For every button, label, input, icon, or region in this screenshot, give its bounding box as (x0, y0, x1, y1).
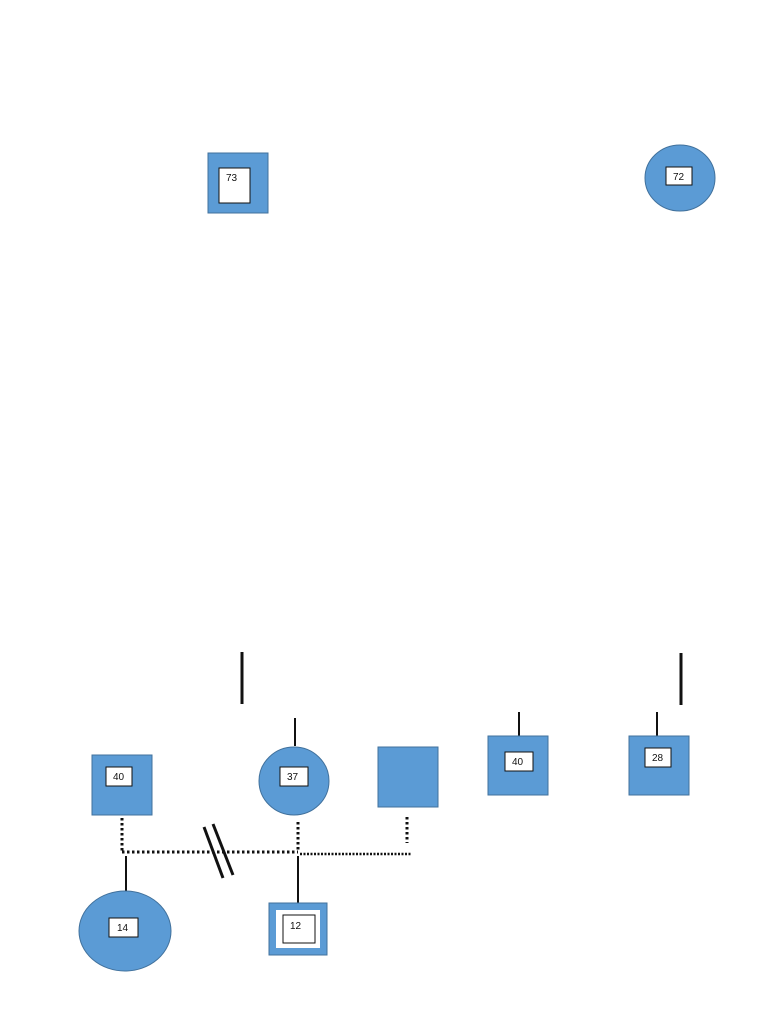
person-grandfather: 73 (207, 152, 269, 214)
age-label-box (105, 766, 133, 787)
age-label: 72 (673, 172, 685, 183)
person-mother: 37 (258, 746, 330, 816)
person-uncle: 40 (487, 735, 549, 796)
person-half-sister: 14 (78, 890, 172, 972)
person-aunt-partner: 28 (628, 735, 690, 796)
age-label: 37 (287, 772, 299, 783)
age-label: 14 (117, 923, 129, 934)
person-son-identified-patient: 12 (268, 902, 328, 956)
age-label: 40 (512, 757, 524, 768)
male-square-shape (628, 735, 690, 796)
age-label-box (279, 766, 309, 787)
person-partner (377, 746, 439, 808)
age-label-box (644, 747, 672, 768)
age-label-box (108, 917, 139, 938)
age-label: 73 (226, 173, 238, 184)
person-father: 40 (91, 754, 153, 816)
age-label: 12 (290, 921, 302, 932)
age-label: 28 (652, 753, 664, 764)
age-label-box (504, 751, 534, 772)
divorce-marker (202, 823, 235, 879)
age-label: 40 (113, 772, 125, 783)
person-grandmother: 72 (644, 144, 716, 212)
male-square-shape (377, 746, 439, 808)
age-label-box (282, 914, 316, 944)
age-label-box (665, 166, 693, 186)
age-label-box (218, 167, 251, 204)
